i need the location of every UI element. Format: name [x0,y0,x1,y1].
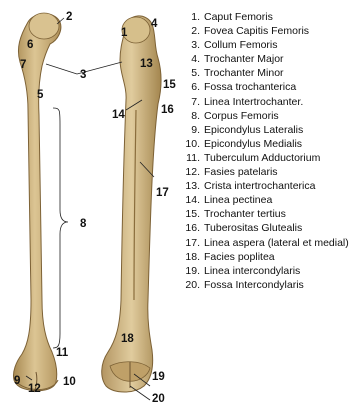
legend-text: Fasies patelaris [204,165,361,179]
label-5: 5 [37,89,44,101]
legend-number: 5. [180,66,204,80]
label-16: 16 [161,104,174,116]
legend-item: 5.Trochanter Minor [180,66,361,80]
legend-number: 17. [180,236,204,250]
label-18: 18 [121,333,134,345]
legend-text: Collum Femoris [204,38,361,52]
legend-number: 3. [180,38,204,52]
legend-text: Trochanter tertius [204,207,361,221]
label-3: 3 [80,69,86,81]
legend-number: 14. [180,193,204,207]
label-9: 9 [14,375,20,387]
label-8: 8 [80,218,87,230]
legend-item: 10.Epicondylus Medialis [180,137,361,151]
label-15: 15 [163,79,176,91]
legend-number: 7. [180,95,204,109]
legend-item: 6.Fossa trochanterica [180,80,361,94]
label-14: 14 [112,109,125,121]
legend-text: Trochanter Major [204,52,361,66]
legend-item: 19.Linea intercondylaris [180,264,361,278]
legend-text: Tuberositas Glutealis [204,221,361,235]
legend-number: 18. [180,250,204,264]
legend-number: 6. [180,80,204,94]
label-17: 17 [156,187,169,199]
legend-item: 11.Tuberculum Adductorium [180,151,361,165]
legend-text: Tuberculum Adductorium [204,151,361,165]
legend-number: 4. [180,52,204,66]
legend-item: 13.Crista intertrochanterica [180,179,361,193]
label-2: 2 [66,11,72,23]
legend-text: Caput Femoris [204,10,361,24]
legend-text: Linea pectinea [204,193,361,207]
label-20: 20 [152,393,165,405]
legend-text: Epicondylus Lateralis [204,123,361,137]
legend-number: 19. [180,264,204,278]
legend-text: Fossa Intercondylaris [204,278,361,292]
legend-number: 8. [180,109,204,123]
label-19: 19 [152,371,165,383]
legend-item: 1.Caput Femoris [180,10,361,24]
label-1: 1 [121,27,128,39]
legend-item: 8.Corpus Femoris [180,109,361,123]
legend-text: Fovea Capitis Femoris [204,24,361,38]
legend-item: 9.Epicondylus Lateralis [180,123,361,137]
legend-number: 11. [180,151,204,165]
legend-text: Linea intercondylaris [204,264,361,278]
label-7: 7 [20,59,26,71]
legend-item: 2.Fovea Capitis Femoris [180,24,361,38]
legend-text: Linea Intertrochanter. [204,95,361,109]
legend-text: Trochanter Minor [204,66,361,80]
legend-list: 1.Caput Femoris 2.Fovea Capitis Femoris … [180,10,361,292]
legend-number: 10. [180,137,204,151]
label-13: 13 [140,58,153,70]
femoral-head-anterior [29,13,59,39]
legend-item: 4.Trochanter Major [180,52,361,66]
legend-item: 7.Linea Intertrochanter. [180,95,361,109]
label-4: 4 [151,18,158,30]
legend-item: 16.Tuberositas Glutealis [180,221,361,235]
legend-number: 15. [180,207,204,221]
legend-item: 14.Linea pectinea [180,193,361,207]
legend-text: Crista intertrochanterica [204,179,361,193]
label-11: 11 [56,347,69,359]
legend-text: Facies poplitea [204,250,361,264]
legend-number: 2. [180,24,204,38]
legend-number: 12. [180,165,204,179]
legend-number: 9. [180,123,204,137]
legend-item: 20.Fossa Intercondylaris [180,278,361,292]
legend-text: Fossa trochanterica [204,80,361,94]
legend-text: Linea aspera (lateral et medial) [204,236,361,250]
label-10: 10 [63,376,76,388]
legend-number: 1. [180,10,204,24]
legend-number: 13. [180,179,204,193]
legend-item: 3.Collum Femoris [180,38,361,52]
legend-item: 18.Facies poplitea [180,250,361,264]
legend-item: 17.Linea aspera (lateral et medial) [180,236,361,250]
label-12: 12 [28,383,41,395]
legend-number: 16. [180,221,204,235]
legend-item: 15.Trochanter tertius [180,207,361,221]
legend-number: 20. [180,278,204,292]
label-6: 6 [27,39,33,51]
legend-text: Corpus Femoris [204,109,361,123]
legend-item: 12.Fasies patelaris [180,165,361,179]
legend-text: Epicondylus Medialis [204,137,361,151]
